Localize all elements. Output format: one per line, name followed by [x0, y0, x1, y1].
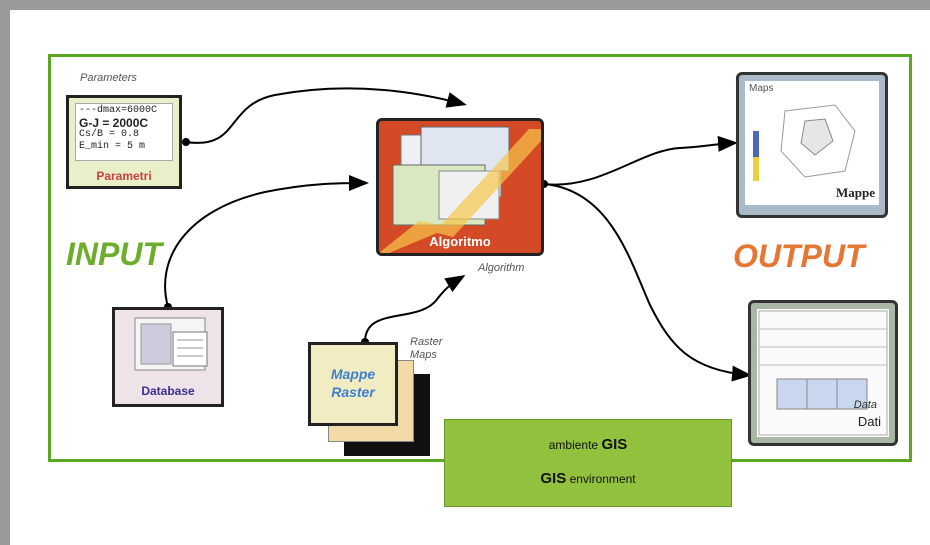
dati-box: Data Dati: [748, 300, 898, 446]
map-thumbnail: [745, 81, 879, 205]
param-line: E_min = 5 m: [79, 141, 146, 152]
frame-left-bar: [0, 0, 10, 545]
gis-line-2: GIS environment: [445, 470, 731, 488]
raster-caption-line: Mappe: [330, 366, 376, 382]
param-line: G-J = 2000C: [79, 116, 149, 130]
dati-caption: Dati: [857, 414, 881, 429]
output-label: OUTPUT: [733, 238, 865, 274]
gis-line-1: ambiente GIS: [445, 436, 731, 454]
parametri-caption: Parametri: [96, 169, 152, 183]
gis-environment-box: ambiente GIS GIS environment: [444, 419, 732, 507]
gis-text-bold: GIS: [540, 470, 567, 487]
data-sketch: [758, 310, 888, 436]
data-thumbnail: [757, 309, 889, 437]
algorithm-label: Algorithm: [478, 262, 525, 274]
arrow-algoritmo-to-dati: [543, 183, 752, 382]
raster-maps-label: Raster Maps: [410, 336, 442, 362]
raster-box: Mappe Raster: [308, 342, 398, 426]
param-line: Cs/B = 0.8: [79, 129, 140, 140]
parametri-box: ---dmax=6000C G-J = 2000C Cs/B = 0.8 E_m…: [66, 95, 182, 189]
raster-caption-line: Raster: [331, 384, 375, 400]
arrow-algoritmo-to-mappe: [543, 135, 738, 186]
gis-text: ambiente: [548, 438, 599, 452]
algorithm-illustration: [379, 126, 541, 253]
arrow-parametri-to-algoritmo: [185, 87, 467, 144]
database-caption: Database: [141, 384, 195, 398]
algoritmo-box: Algoritmo: [376, 118, 544, 256]
param-line: ---dmax=6000C: [79, 105, 158, 116]
parameters-label: Parameters: [80, 72, 137, 84]
parameter-values: ---dmax=6000C G-J = 2000C Cs/B = 0.8 E_m…: [75, 103, 173, 161]
gis-text-bold: GIS: [601, 436, 628, 453]
maps-small-label: Maps: [749, 83, 774, 94]
arrow-raster-to-algoritmo: [364, 274, 466, 343]
arrow-database-to-algoritmo: [164, 175, 369, 308]
gis-text: environment: [569, 472, 636, 486]
input-label: INPUT: [66, 236, 162, 272]
map-sketch: [753, 104, 856, 181]
database-box: Database: [112, 307, 224, 407]
connector-dot: [182, 138, 190, 146]
raster-label-line: Maps: [410, 349, 437, 361]
data-small-label: Data: [853, 399, 877, 411]
raster-label-line: Raster: [410, 336, 443, 348]
algoritmo-caption: Algoritmo: [429, 234, 491, 249]
raster-caption: Mappe Raster: [311, 365, 395, 401]
database-thumbnail: [134, 317, 208, 371]
frame-top-bar: [0, 0, 930, 10]
mappe-box: Maps Mappe: [736, 72, 888, 218]
mappe-caption: Mappe: [836, 185, 875, 200]
